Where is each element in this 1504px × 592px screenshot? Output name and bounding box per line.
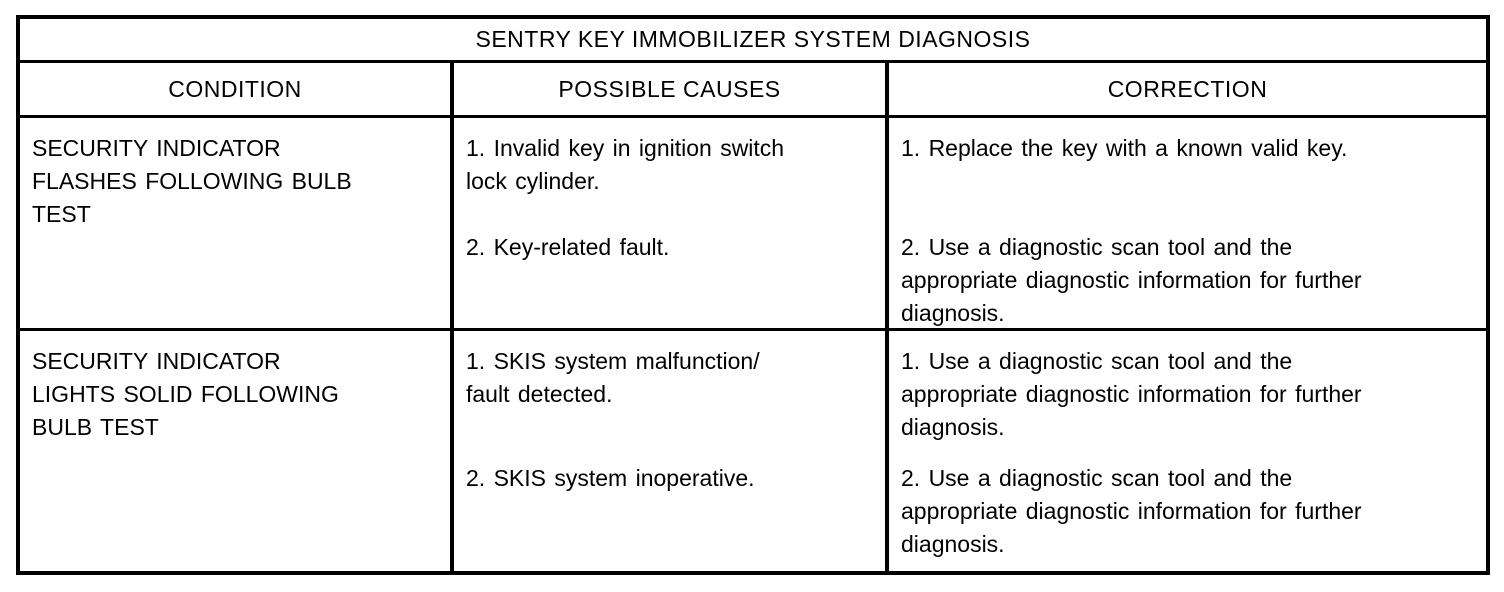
corrections-cell: 1. Use a diagnostic scan tool and the ap… bbox=[889, 331, 1486, 571]
condition-cell: SECURITY INDICATOR LIGHTS SOLID FOLLOWIN… bbox=[20, 331, 454, 571]
cause-item-1: 1. SKIS system malfunction/ fault detect… bbox=[466, 348, 760, 407]
table-row-lights-solid: SECURITY INDICATOR LIGHTS SOLID FOLLOWIN… bbox=[20, 331, 1486, 571]
table-header-row: CONDITION POSSIBLE CAUSES CORRECTION bbox=[20, 63, 1486, 118]
correction-item-2: 2. Use a diagnostic scan tool and the ap… bbox=[901, 234, 1362, 326]
cause-item-2: 2. Key-related fault. bbox=[466, 234, 670, 260]
table-row-flashes: SECURITY INDICATOR FLASHES FOLLOWING BUL… bbox=[20, 118, 1486, 331]
causes-cell: 1. Invalid key in ignition switch lock c… bbox=[454, 118, 889, 330]
column-header-condition: CONDITION bbox=[20, 63, 454, 115]
correction-item-1: 1. Use a diagnostic scan tool and the ap… bbox=[901, 348, 1362, 440]
table-title: SENTRY KEY IMMOBILIZER SYSTEM DIAGNOSIS bbox=[20, 19, 1486, 63]
corrections-cell: 1. Replace the key with a known valid ke… bbox=[889, 118, 1486, 330]
causes-cell: 1. SKIS system malfunction/ fault detect… bbox=[454, 331, 889, 571]
cause-item-1: 1. Invalid key in ignition switch lock c… bbox=[466, 135, 785, 194]
diagnosis-table: SENTRY KEY IMMOBILIZER SYSTEM DIAGNOSIS … bbox=[16, 15, 1490, 575]
correction-item-1: 1. Replace the key with a known valid ke… bbox=[901, 135, 1348, 161]
column-header-correction: CORRECTION bbox=[1107, 75, 1268, 102]
cause-item-2: 2. SKIS system inoperative. bbox=[466, 465, 755, 491]
condition-cell: SECURITY INDICATOR FLASHES FOLLOWING BUL… bbox=[20, 118, 454, 330]
correction-item-2: 2. Use a diagnostic scan tool and the ap… bbox=[901, 465, 1362, 557]
column-header-possible-causes: POSSIBLE CAUSES bbox=[454, 63, 889, 115]
